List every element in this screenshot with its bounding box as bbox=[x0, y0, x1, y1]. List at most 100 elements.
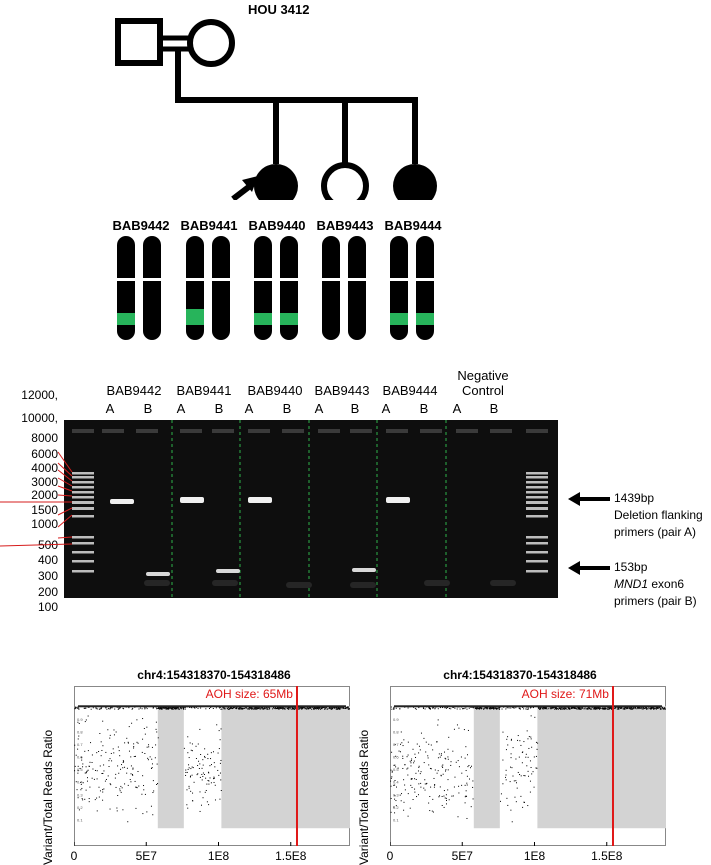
variant-point bbox=[507, 736, 509, 738]
variant-point bbox=[410, 778, 412, 780]
variant-point bbox=[239, 707, 241, 709]
variant-point bbox=[342, 707, 344, 709]
variant-point bbox=[447, 789, 449, 791]
variant-point bbox=[445, 770, 447, 772]
variant-point bbox=[198, 767, 200, 769]
variant-point bbox=[411, 778, 413, 780]
ladder-size-label: 10000, bbox=[21, 411, 58, 425]
variant-point bbox=[207, 780, 209, 782]
variant-point bbox=[334, 707, 336, 709]
variant-point bbox=[572, 707, 574, 709]
variant-point bbox=[283, 707, 285, 709]
variant-point bbox=[468, 707, 470, 709]
variant-point bbox=[595, 708, 597, 710]
variant-point bbox=[167, 707, 169, 709]
variant-point bbox=[118, 750, 120, 752]
variant-point bbox=[250, 707, 252, 709]
variant-point bbox=[214, 799, 216, 801]
variant-point bbox=[404, 763, 406, 765]
variant-point bbox=[491, 707, 493, 709]
variant-point bbox=[424, 783, 426, 785]
variant-point bbox=[259, 708, 261, 710]
variant-point bbox=[443, 806, 445, 808]
variant-point bbox=[100, 707, 102, 709]
variant-point bbox=[215, 707, 217, 709]
lane-letter: B bbox=[350, 401, 360, 416]
variant-point bbox=[88, 801, 90, 803]
y-tick-label: 0.2 bbox=[77, 805, 83, 810]
variant-point bbox=[505, 776, 507, 778]
variant-point bbox=[390, 777, 392, 779]
gel-image bbox=[0, 420, 610, 598]
variant-point bbox=[142, 813, 144, 815]
variant-point bbox=[502, 731, 504, 733]
variant-point bbox=[238, 708, 240, 710]
variant-point bbox=[453, 706, 455, 708]
variant-point bbox=[414, 753, 416, 755]
variant-point bbox=[574, 707, 576, 709]
variant-point bbox=[495, 707, 497, 709]
variant-point bbox=[513, 706, 515, 708]
variant-point bbox=[231, 708, 233, 710]
variant-point bbox=[506, 738, 508, 740]
variant-point bbox=[450, 761, 452, 763]
variant-point bbox=[84, 772, 86, 774]
variant-point bbox=[454, 776, 456, 778]
variant-point bbox=[406, 768, 408, 770]
variant-point bbox=[463, 729, 465, 731]
variant-point bbox=[423, 787, 425, 789]
variant-point bbox=[135, 786, 137, 788]
variant-point bbox=[185, 771, 187, 773]
variant-point bbox=[214, 766, 216, 768]
variant-point bbox=[336, 707, 338, 709]
variant-point bbox=[119, 790, 121, 792]
gel-sample-header: BAB9441 bbox=[176, 383, 232, 398]
variant-point bbox=[402, 755, 404, 757]
variant-point bbox=[535, 741, 537, 743]
variant-point bbox=[277, 707, 279, 709]
variant-point bbox=[559, 707, 561, 709]
variant-point bbox=[143, 728, 145, 730]
variant-point bbox=[436, 741, 438, 743]
variant-point bbox=[181, 707, 183, 709]
variant-point bbox=[199, 810, 201, 812]
variant-point bbox=[278, 708, 280, 710]
variant-point bbox=[470, 765, 472, 767]
variant-point bbox=[465, 795, 467, 797]
variant-point bbox=[476, 707, 478, 709]
ladder-left bbox=[72, 472, 94, 573]
variant-point bbox=[306, 708, 308, 710]
variant-point bbox=[86, 771, 88, 773]
proband-arrow-head bbox=[242, 176, 258, 192]
variant-point bbox=[273, 707, 275, 709]
variant-point bbox=[587, 707, 589, 709]
variant-point bbox=[130, 765, 132, 767]
variant-point bbox=[178, 708, 180, 710]
variant-point bbox=[394, 795, 396, 797]
variant-point bbox=[154, 757, 156, 759]
variant-point bbox=[117, 708, 119, 710]
variant-point bbox=[305, 707, 307, 709]
variant-point bbox=[445, 758, 447, 760]
variant-point bbox=[551, 707, 553, 709]
variant-point bbox=[535, 767, 537, 769]
variant-point bbox=[555, 708, 557, 710]
variant-point bbox=[191, 707, 193, 709]
gel-sample-header: BAB9444 bbox=[382, 383, 438, 398]
variant-point bbox=[188, 785, 190, 787]
variant-point bbox=[521, 762, 523, 764]
variant-point bbox=[106, 708, 108, 710]
variant-point bbox=[610, 707, 612, 709]
wells bbox=[72, 429, 548, 433]
variant-point bbox=[512, 747, 514, 749]
aoh-plot-title: chr4:154318370-154318486 bbox=[137, 668, 291, 682]
variant-point bbox=[589, 707, 591, 709]
variant-point bbox=[444, 757, 446, 759]
variant-point bbox=[165, 708, 167, 710]
y-tick-label: 0.3 bbox=[77, 792, 83, 797]
variant-point bbox=[577, 708, 579, 710]
variant-point bbox=[452, 706, 454, 708]
variant-point bbox=[429, 810, 431, 812]
variant-point bbox=[310, 707, 312, 709]
variant-point bbox=[486, 708, 488, 710]
